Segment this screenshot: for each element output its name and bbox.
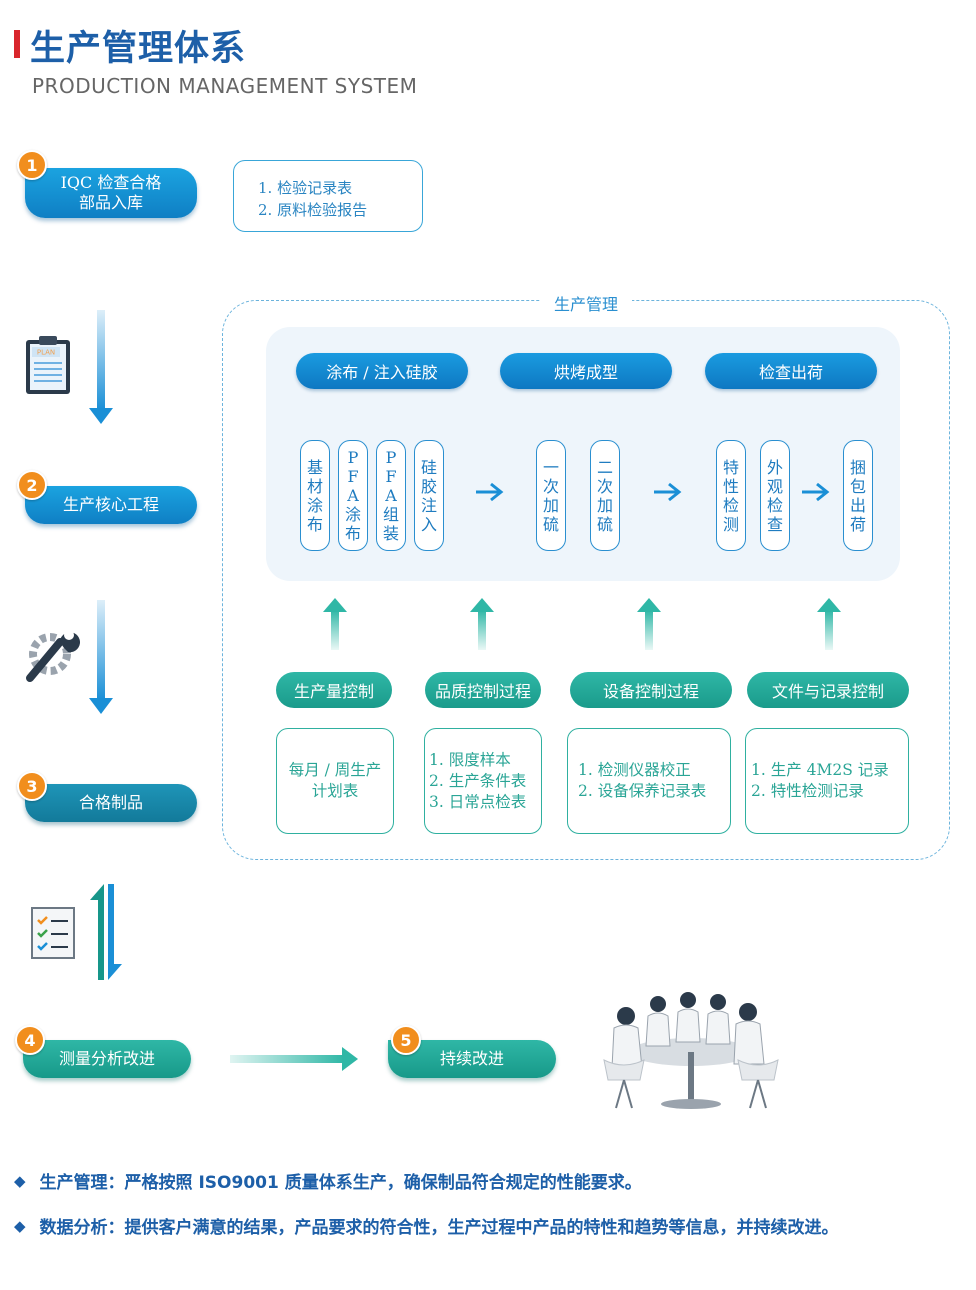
process-step-visual-inspection: 外观检查 — [760, 440, 790, 551]
step-2-label: 生产核心工程 — [62, 495, 159, 514]
up-down-arrows-icon — [88, 884, 124, 980]
control-document-records: 文件与记录控制 — [747, 672, 909, 708]
iqc-note-2: 2. 原料检验报告 — [258, 201, 368, 219]
footer-line-2-text: 提供客户满意的结果，产品要求的符合性，生产过程中产品的特性和趋势等信息，并持续改… — [124, 1218, 839, 1238]
up-arrow-1-icon — [322, 596, 348, 650]
stage-header-baking: 烘烤成型 — [500, 353, 672, 389]
wrench-gear-icon — [20, 620, 84, 684]
step-1-line1: IQC 检查合格 — [60, 173, 162, 192]
step-3-badge: 3 — [17, 771, 47, 801]
step-1-pill: IQC 检查合格 部品入库 — [25, 168, 197, 218]
checklist-icon — [30, 906, 76, 960]
process-step-silicone-injection: 硅胶注入 — [414, 440, 444, 551]
diamond-bullet-icon: ◆ — [14, 1216, 26, 1235]
step-4-label: 测量分析改进 — [58, 1049, 155, 1068]
step-3-pill: 合格制品 — [25, 784, 197, 822]
iqc-notes-box: 1. 检验记录表 2. 原料检验报告 — [233, 160, 423, 232]
control-quality-process: 品质控制过程 — [425, 672, 541, 708]
up-arrow-2-icon — [469, 596, 495, 650]
step-5-label: 持续改进 — [439, 1049, 504, 1068]
process-step-primary-vulcanization: 一次加硫 — [536, 440, 566, 551]
clipboard-plan-icon: PLAN — [24, 334, 72, 396]
control-detail-production-volume: 每月 / 周生产 计划表 — [276, 728, 394, 834]
stage-header-coating: 涂布 / 注入硅胶 — [296, 353, 468, 389]
up-arrow-4-icon — [816, 596, 842, 650]
flow-arrow-1-icon — [474, 481, 504, 503]
down-arrow-2-icon — [88, 600, 114, 716]
footer-line-production: ◆ 生产管理： 严格按照 ISO9001 质量体系生产，确保制品符合规定的性能要… — [14, 1168, 642, 1194]
title-accent-bar — [14, 30, 20, 58]
process-step-packing-shipping: 捆包出荷 — [843, 440, 873, 551]
iqc-note-1: 1. 检验记录表 — [258, 179, 353, 197]
control-detail-quality-process: 1. 限度样本 2. 生产条件表 3. 日常点检表 — [424, 728, 542, 834]
process-step-substrate-coating: 基材涂布 — [300, 440, 330, 551]
step-5-badge: 5 — [391, 1025, 421, 1055]
footer-line-2-label: 数据分析： — [39, 1218, 125, 1238]
diamond-bullet-icon: ◆ — [14, 1171, 26, 1190]
process-step-pfa-coating: PFA涂布 — [338, 440, 368, 551]
footer-line-1-label: 生产管理： — [39, 1173, 125, 1193]
process-step-property-test: 特性检测 — [716, 440, 746, 551]
team-meeting-illustration — [596, 990, 786, 1115]
up-arrow-3-icon — [636, 596, 662, 650]
footer-line-analysis: ◆ 数据分析： 提供客户满意的结果，产品要求的符合性，生产过程中产品的特性和趋势… — [14, 1213, 839, 1239]
right-arrow-icon — [230, 1046, 360, 1072]
flow-arrow-2-icon — [652, 481, 682, 503]
page-subtitle: PRODUCTION MANAGEMENT SYSTEM — [32, 74, 418, 98]
control-equipment-process: 设备控制过程 — [570, 672, 732, 708]
step-1-badge: 1 — [17, 150, 47, 180]
production-management-label: 生产管理 — [540, 291, 633, 315]
step-2-badge: 2 — [17, 470, 47, 500]
process-step-secondary-vulcanization: 二次加硫 — [590, 440, 620, 551]
flow-arrow-3-icon — [800, 481, 830, 503]
step-2-pill: 生产核心工程 — [25, 486, 197, 524]
control-detail-document-records: 1. 生产 4M2S 记录 2. 特性检测记录 — [745, 728, 909, 834]
down-arrow-1-icon — [88, 310, 114, 426]
stage-header-inspection: 检查出荷 — [705, 353, 877, 389]
process-step-pfa-assembly: PFA组装 — [376, 440, 406, 551]
control-detail-equipment-process: 1. 检测仪器校正 2. 设备保养记录表 — [567, 728, 731, 834]
footer-line-1-text: 严格按照 ISO9001 质量体系生产，确保制品符合规定的性能要求。 — [124, 1173, 642, 1193]
step-4-badge: 4 — [15, 1025, 45, 1055]
control-production-volume: 生产量控制 — [276, 672, 392, 708]
step-3-label: 合格制品 — [78, 793, 143, 812]
plan-icon-text: PLAN — [37, 349, 55, 357]
page-title: 生产管理体系 — [30, 29, 247, 69]
step-1-line2: 部品入库 — [78, 193, 143, 212]
step-4-pill: 测量分析改进 — [23, 1040, 191, 1078]
